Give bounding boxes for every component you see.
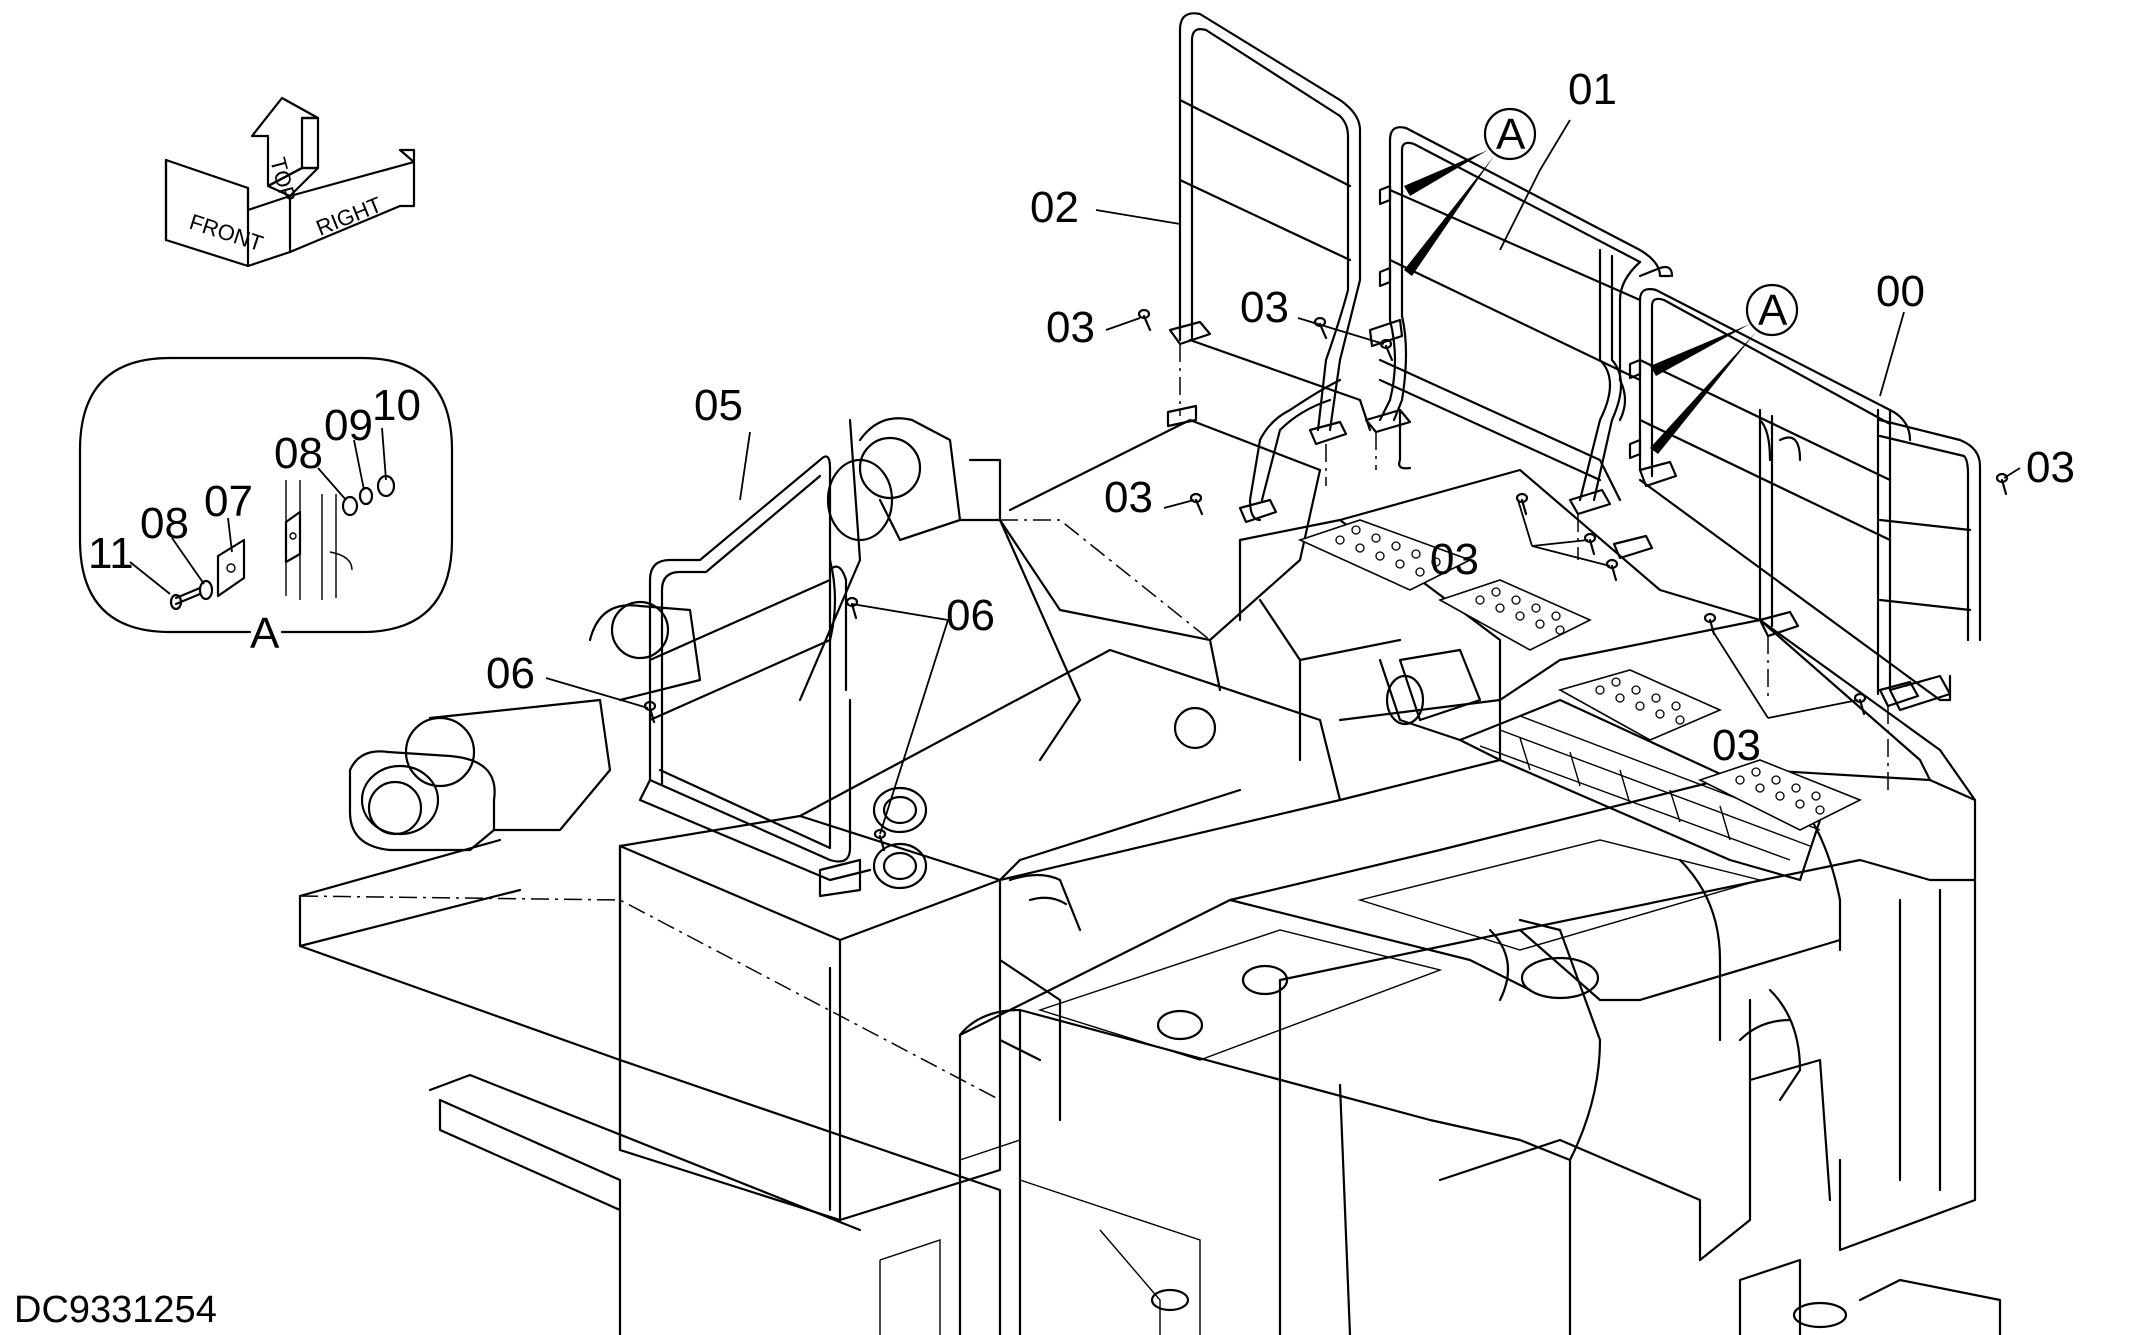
callout-11: 11 [88,529,134,578]
callout-03-center: 03 [1430,535,1479,584]
orientation-symbol: FRONT TOP RIGHT [164,96,416,268]
callout-08-right: 08 [274,429,323,478]
callout-03-right: 03 [2026,443,2075,492]
antislip-pads [1297,519,1862,831]
right-label: RIGHT [313,192,386,241]
callout-06-left: 06 [486,649,535,698]
callout-03-upper: 03 [1240,283,1289,332]
pad-dots [1335,525,1825,815]
handrail-01 [1364,126,1674,560]
callout-numbers: 01 00 02 03 03 03 03 03 03 05 06 06 [486,65,2075,770]
callout-09: 09 [324,401,373,450]
drawing-id: DC9331254 [14,1289,217,1331]
top-label: TOP [265,155,301,205]
detail-ref-lower: A [1758,286,1788,335]
callout-leaders [545,119,2021,835]
callout-05: 05 [694,381,743,430]
handrail-05 [638,455,872,898]
handrail-02 [1166,12,1372,524]
callout-01: 01 [1568,65,1617,114]
handrail-00 [1628,288,1982,790]
detail-a-inset: A 11 08 07 08 09 10 [78,356,454,658]
callout-06-right: 06 [946,591,995,640]
callout-10: 10 [372,381,421,430]
callout-02: 02 [1030,183,1079,232]
detail-ref-upper: A [1496,110,1526,159]
detail-reference-markers: A A [1404,107,1799,454]
detail-a-label: A [250,609,280,658]
callout-08-left: 08 [140,499,189,548]
callout-03-lower: 03 [1712,721,1761,770]
callout-07: 07 [204,477,253,526]
callout-03-middle: 03 [1104,473,1153,522]
front-label: FRONT [186,209,266,256]
callout-03-top-left: 03 [1046,303,1095,352]
callout-00: 00 [1876,267,1925,316]
bolts [643,308,2009,852]
machine-upperstructure [298,417,2002,1335]
